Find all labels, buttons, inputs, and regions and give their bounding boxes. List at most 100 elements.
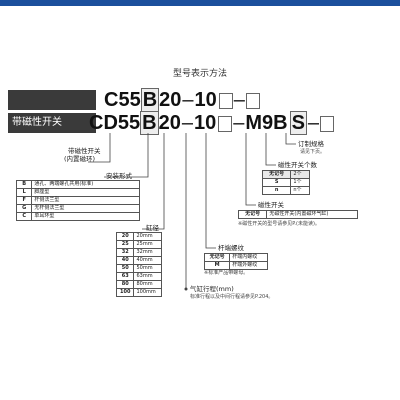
switch-header-val: 无磁性开关(内置磁环气缸) [266, 210, 358, 219]
count-title: 磁性开关个数 [278, 161, 317, 169]
row1-thread-box [218, 92, 233, 109]
switch-table: 无记号 无磁性开关(内置磁环气缸) [237, 210, 358, 219]
thread-value: 杆端外螺纹 [229, 261, 268, 270]
row1-mount: B [140, 88, 160, 112]
bore-value: 63mm [133, 272, 162, 281]
mounting-title: 安装形式 [106, 172, 132, 180]
row2-label: 带磁性开关 [8, 113, 96, 133]
order-note: 请见下页。 [300, 149, 326, 155]
stroke-note: 标准行程以及中间行程请参见P.204。 [190, 294, 274, 300]
switch-line [245, 133, 256, 206]
bore-key: 63 [115, 272, 135, 281]
switch-header-key: 无记号 [237, 210, 268, 219]
row2-bore: 20 [158, 112, 181, 134]
page-title: 型号表示方法 [172, 69, 227, 79]
bore-key: 40 [115, 256, 135, 265]
count-value: n个 [290, 186, 310, 195]
mounting-key: C [15, 212, 33, 221]
top-accent-bar [0, 0, 400, 6]
thread-row: 无记号杆端内螺纹 [203, 253, 268, 262]
bore-value: 20mm [133, 232, 162, 241]
bore-key: 25 [115, 240, 135, 249]
switch-note: ※磁性开关的型号请参见P.(未能读)。 [238, 221, 320, 227]
row2-thread-box [218, 115, 233, 132]
bore-key: 32 [115, 248, 135, 257]
bore-value: 25mm [133, 240, 162, 249]
mounting-key: F [15, 196, 33, 205]
row1-series: C55 [104, 89, 141, 111]
mounting-value: 无杆侧法兰型 [31, 204, 140, 213]
row2-stroke: 10 [193, 112, 217, 134]
thread-key: M [203, 261, 231, 270]
stroke-title: 气缸行程(mm) [190, 285, 234, 293]
thread-note: ※标准产品带螺母。 [204, 270, 249, 276]
bore-key: 80 [115, 280, 135, 289]
bore-value: 80mm [133, 280, 162, 289]
count-header-key: 无记号 [261, 170, 292, 179]
mount-line [104, 133, 149, 178]
bore-value: 50mm [133, 264, 162, 273]
bore-key: 100 [115, 288, 135, 297]
bore-value: 40mm [133, 256, 162, 265]
row1-stroke: 10 [194, 89, 217, 111]
row2-mount: B [140, 111, 159, 135]
magnetic-sub: (内置磁环) [64, 155, 96, 163]
mounting-value: 通孔、两端螺孔共用(标准) [31, 180, 140, 189]
row1-order-box [245, 92, 260, 109]
row2-count: S [289, 111, 307, 135]
mounting-value: 脚座型 [31, 188, 140, 197]
mounting-value: 杆侧法兰型 [31, 196, 140, 205]
thread-value: 杆端内螺纹 [229, 253, 268, 262]
bore-title: 缸径 [146, 224, 159, 232]
thread-title: 杆端螺纹 [218, 244, 244, 252]
row2-series: CD55 [89, 112, 141, 134]
count-value: 1个 [290, 178, 310, 187]
row1-dark-bar [8, 90, 96, 110]
thread-line [205, 133, 216, 249]
row2-order-box [320, 115, 335, 132]
switch-header-row: 无记号 无磁性开关(内置磁环气缸) [237, 210, 358, 219]
bore-value: 32mm [133, 248, 162, 257]
order-line [285, 133, 296, 145]
switch-title: 磁性开关 [258, 201, 284, 209]
bore-key: 50 [115, 264, 135, 273]
bore-key: 20 [115, 232, 135, 241]
count-key: S [261, 178, 292, 187]
count-header-val: 2个 [290, 170, 310, 179]
bore-line [142, 133, 165, 230]
order-title: 订制规格 [298, 140, 324, 148]
count-header-row: 无记号 2个 [261, 170, 310, 179]
magnetic-title: 带磁性开关 [68, 147, 101, 155]
bore-value: 100mm [133, 288, 162, 297]
mounting-key: G [15, 204, 33, 213]
mounting-value: 单耳环型 [31, 212, 140, 221]
mounting-key: L [15, 188, 33, 197]
magnetic-line [88, 133, 111, 163]
row2-switch: M9B [245, 112, 288, 134]
thread-key: 无记号 [203, 253, 231, 262]
row1-bore: 20 [159, 89, 182, 111]
